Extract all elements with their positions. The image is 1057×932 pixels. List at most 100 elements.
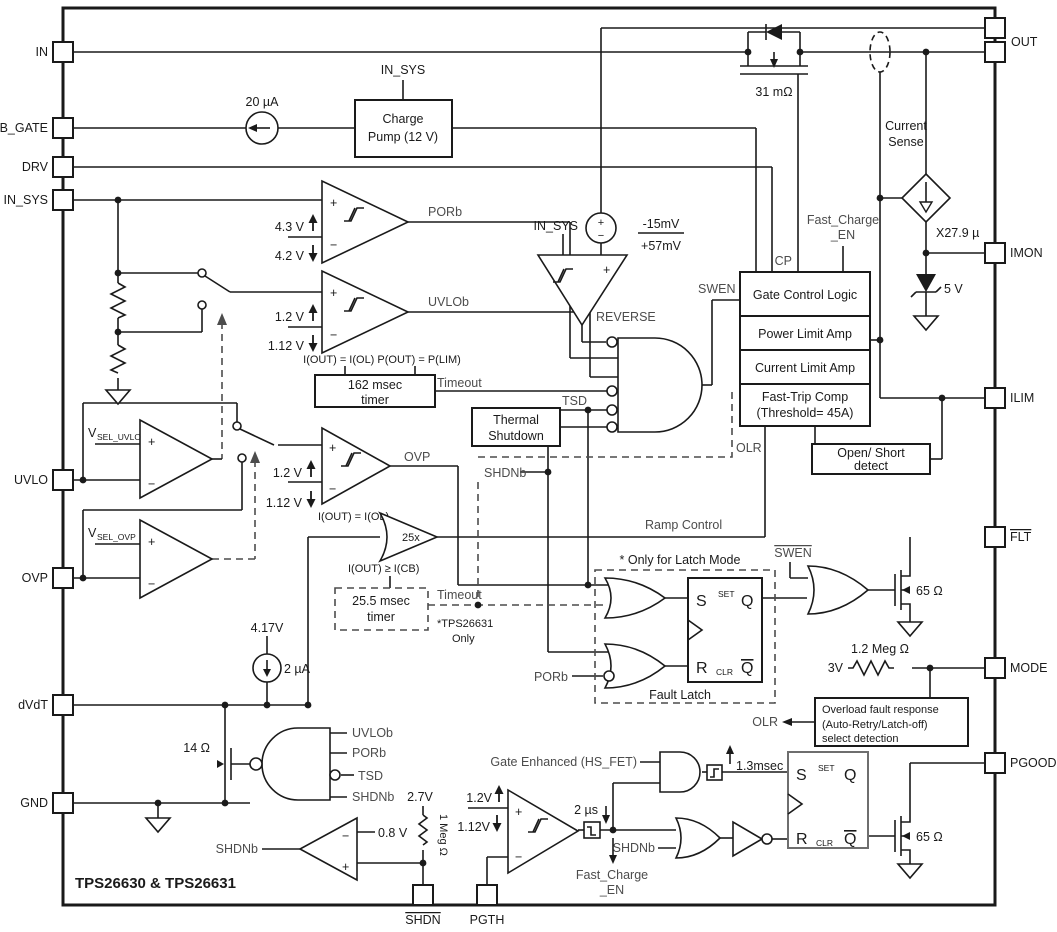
uvlo-ovp-select <box>105 268 275 463</box>
label-65ohm-flt: 65 Ω <box>916 584 943 598</box>
fault-latch-dashed-box <box>594 569 776 704</box>
label-timeout-1: Timeout <box>437 376 482 390</box>
label-porb-reset: PORb <box>534 670 568 684</box>
comparator-icon <box>298 816 358 882</box>
pin-pgood <box>984 752 1006 774</box>
amp-25x-icon <box>378 511 440 563</box>
pin-label-in-sys: IN_SYS <box>4 193 48 207</box>
ff1-set: SET <box>718 589 735 599</box>
imon-network: X27.9 µ 5 V <box>900 172 979 331</box>
junctions <box>79 48 946 867</box>
or-gate-icon <box>806 565 870 615</box>
label-uvlob: UVLOb <box>428 295 469 309</box>
plus: + <box>329 441 336 455</box>
charge-pump-line2: Pump (12 V) <box>368 130 438 144</box>
timer-255-box <box>334 587 429 631</box>
resistor-icon <box>109 344 127 374</box>
charge-pump-block: 20 µA Charge Pump (12 V) IN_SYS <box>245 63 453 158</box>
pin-label-pgth: PGTH <box>470 913 505 927</box>
plus: + <box>330 286 337 300</box>
arrow-left-icon <box>782 718 792 726</box>
dvdt-network: 4.17V 2 µA 14 Ω <box>145 621 311 833</box>
label-cla: Current Limit Amp <box>755 361 855 375</box>
plus: + <box>148 535 155 549</box>
label-5v: 5 V <box>944 282 963 296</box>
timer-162: I(OUT) = I(OL) P(OUT) = P(LIM) 162 msec … <box>303 354 482 408</box>
current-limit-amp-box <box>739 349 871 385</box>
switch-blade-icon <box>204 275 231 293</box>
label-1p3msec: 1.3msec <box>736 759 783 773</box>
thermal-shutdown: Thermal Shutdown TSD <box>471 394 587 447</box>
pin-label-ovp: OVP <box>22 571 48 585</box>
label-1p2v: 1.2 V <box>275 310 305 324</box>
comparator-icon <box>139 518 214 600</box>
label-tsd: TSD <box>562 394 587 408</box>
pin-gnd <box>52 792 74 814</box>
and-gate-icon <box>659 751 701 793</box>
thermal-line2: Shutdown <box>488 429 544 443</box>
pin-label-out: OUT <box>1011 35 1038 49</box>
fault-latch-ff-box <box>687 577 763 683</box>
ff2-qbar: Q <box>844 831 856 848</box>
ff1-qbar: Q <box>741 660 753 677</box>
timer-162-line1: 162 msec <box>348 378 402 392</box>
ff1-r: R <box>696 660 708 677</box>
pin-out-a <box>984 17 1006 39</box>
body-diode-icon <box>766 24 782 40</box>
pin-in-sys <box>52 189 74 211</box>
label-fast-charge2: _EN <box>599 883 624 897</box>
comparator-icon <box>139 418 214 500</box>
pin-labels: IN B_GATE DRV IN_SYS UVLO OVP dVdT GND O… <box>0 35 1057 927</box>
pin-mode <box>984 657 1006 679</box>
label-1meg: 1 Meg Ω <box>437 814 449 856</box>
open-short-box <box>811 443 931 475</box>
overload-line2: (Auto-Retry/Latch-off) <box>822 719 928 731</box>
minus: − <box>598 230 604 242</box>
comparator-icon <box>321 179 410 265</box>
label-olr-2: OLR <box>752 715 778 729</box>
deglitch-box-icon <box>583 821 601 839</box>
inverter-icon <box>732 820 764 858</box>
label-2p7v: 2.7V <box>407 790 433 804</box>
ff1-q: Q <box>741 593 753 610</box>
minus: − <box>515 850 522 864</box>
current-sense-loop-icon <box>869 31 891 73</box>
label-tps26631: *TPS26631 <box>437 618 493 630</box>
comparator-icon <box>536 254 629 327</box>
label-1p2v-ovp: 1.2 V <box>273 466 303 480</box>
pin-dvdt <box>52 694 74 716</box>
pin-ilim <box>984 387 1006 409</box>
vsel-uvlo-comparator: + − V SEL_UVLO <box>88 418 222 500</box>
pgood-comparator: + − 1.2V 1.12V 2 µs Gate Enhanced (HS_FE… <box>457 745 783 897</box>
label-fault-latch: Fault Latch <box>649 688 711 702</box>
ovp-comparator: + − 1.2 V 1.12 V OVP I(OUT) = I(OL) <box>266 426 430 523</box>
timer-255-line2: timer <box>367 610 395 624</box>
vsel-ovp-comparator: + − V SEL_OVP <box>88 518 214 600</box>
plus: + <box>515 805 522 819</box>
or-gate-icon <box>674 817 722 859</box>
pin-label-uvlo: UVLO <box>14 473 48 487</box>
label-fast-charge-top1: Fast_Charge <box>807 213 879 227</box>
label-iout-iol: I(OUT) = I(OL) <box>318 511 389 523</box>
pin-shdn <box>412 884 434 906</box>
pin-label-flt: FLT <box>1010 530 1032 544</box>
or-gate-icon <box>603 643 667 689</box>
ff1-clr: CLR <box>716 667 733 677</box>
pin-label-b-gate: B_GATE <box>0 121 48 135</box>
label-swen-bar: SWEN <box>774 546 812 560</box>
shdn-comparator: − + SHDNb 0.8 V 2.7V 1 Meg Ω <box>216 790 449 882</box>
resistor-icon <box>417 814 429 846</box>
label-minus15mv: -15mV <box>643 217 680 231</box>
power-fet: 31 mΩ Current Sense <box>740 24 927 272</box>
label-25x: 25x <box>402 532 420 544</box>
label-1p12v: 1.12 V <box>268 339 305 353</box>
pin-pgth <box>476 884 498 906</box>
nand-gate-icon <box>261 727 331 801</box>
label-iout-icb: I(OUT) ≥ I(CB) <box>348 563 419 575</box>
label-swen: SWEN <box>698 282 736 296</box>
label-fast-charge-top2: _EN <box>830 228 855 242</box>
label-shdnb-tap: SHDNb <box>484 466 526 480</box>
ramp-amp: 25x I(OUT) ≥ I(CB) 25.5 msec timer Timeo… <box>334 511 722 645</box>
